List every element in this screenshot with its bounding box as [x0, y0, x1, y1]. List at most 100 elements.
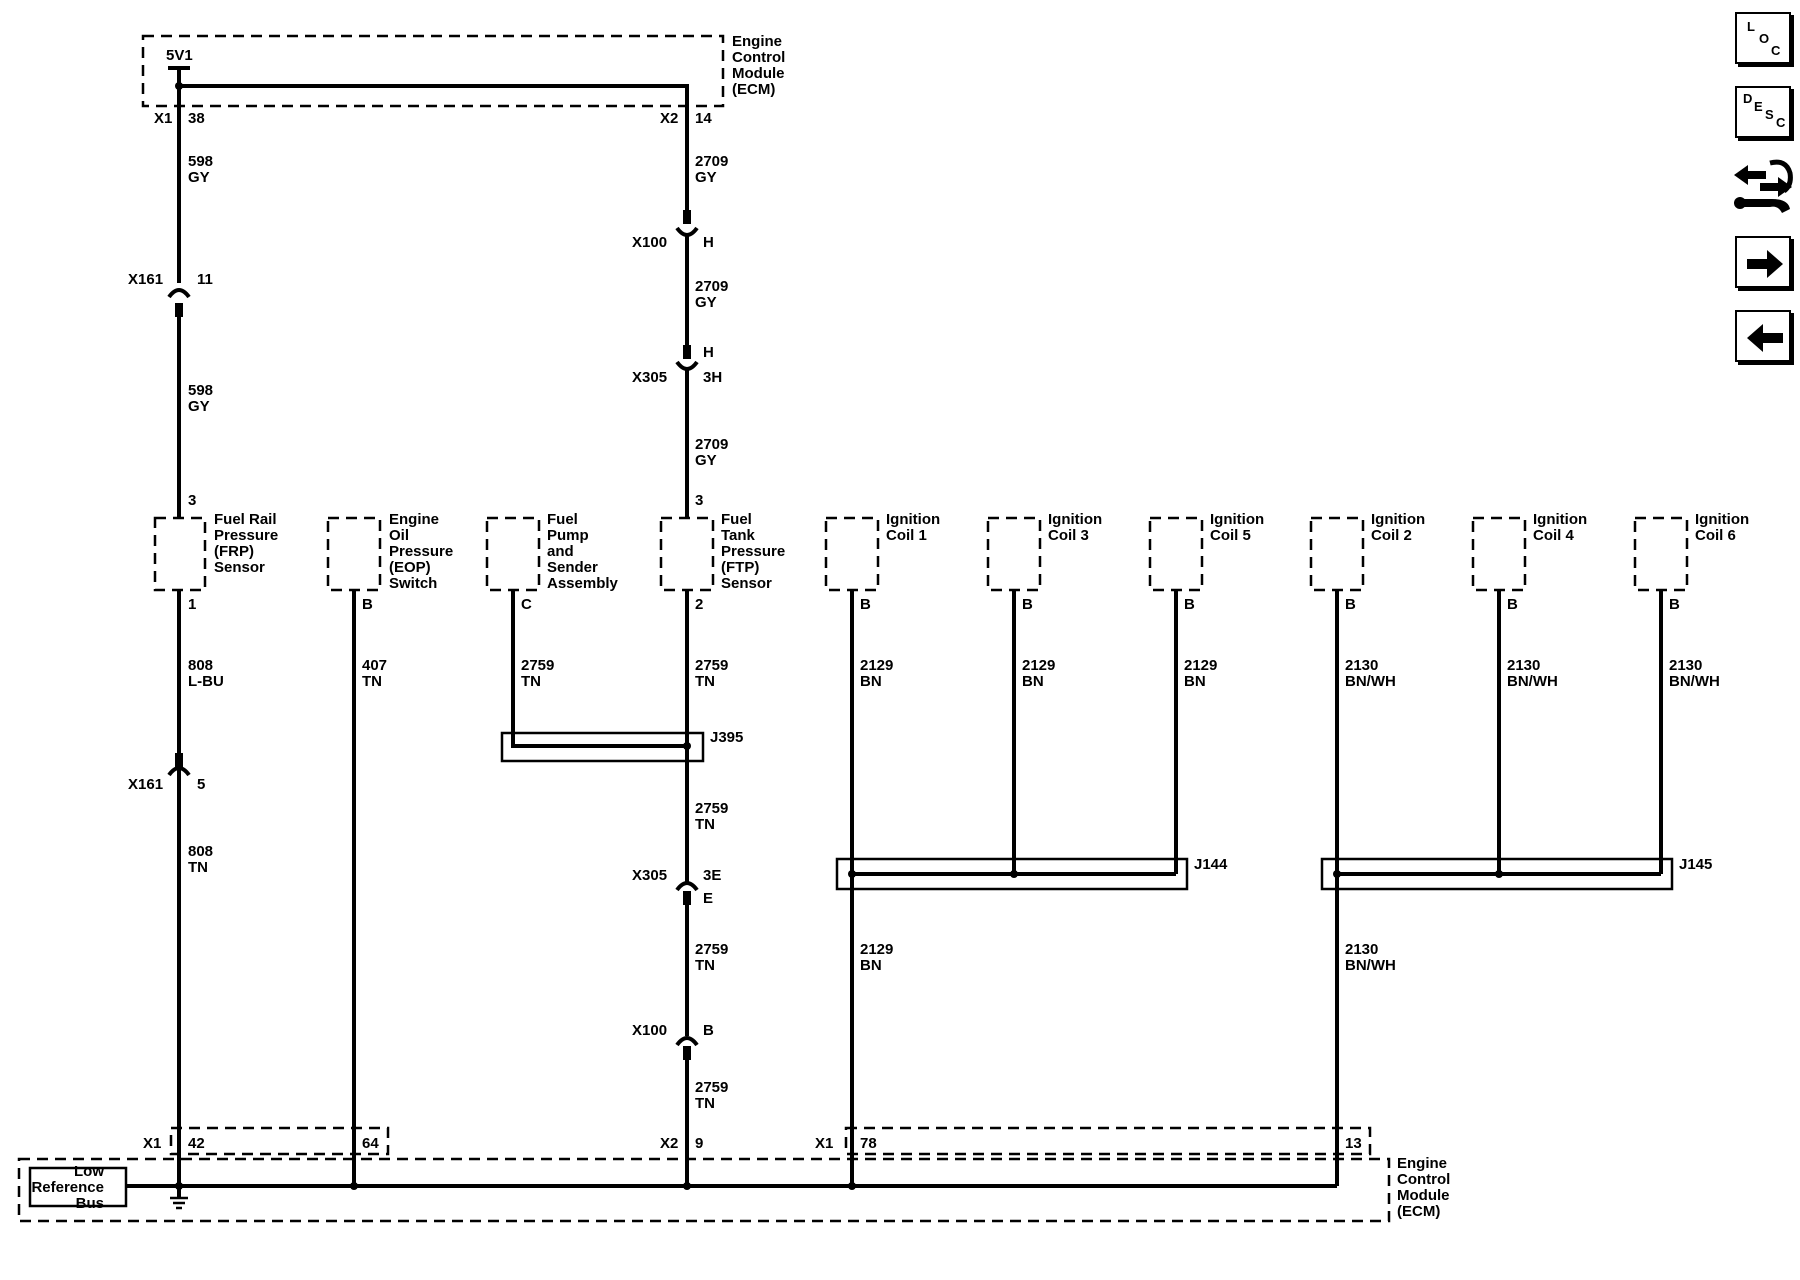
- wire-2759-c-color: TN: [695, 957, 715, 974]
- wire-2759-b-color: TN: [695, 816, 715, 833]
- wire-808-upper-num: 808: [188, 657, 213, 674]
- loc-letter-l: L: [1747, 19, 1755, 34]
- x305-b-connector: X305: [632, 867, 667, 884]
- x1-bottom-b-connector: X1: [815, 1135, 833, 1152]
- x1-top-pin: 38: [188, 110, 205, 127]
- bus-label-2: Reference: [31, 1179, 104, 1196]
- wire-2759-c-num: 2759: [695, 941, 728, 958]
- pump-pin-bottom: C: [521, 596, 532, 613]
- j395-splice-dot: [683, 742, 691, 750]
- desc-letter-d: D: [1743, 91, 1753, 106]
- x161-b-pin-label: 5: [197, 776, 205, 793]
- x1-bottom-b-pin2: 13: [1345, 1135, 1362, 1152]
- ecm-top: Engine Control Module (ECM) 5V1 X1 38 X2…: [141, 33, 785, 127]
- x1-bottom-b-connector-box: [844, 1126, 1372, 1156]
- previous-button[interactable]: [1735, 310, 1791, 362]
- fuel-pump-box: [485, 516, 541, 592]
- x2-top-pin: 14: [695, 110, 712, 127]
- x305-b-lower-pin: E: [703, 890, 713, 907]
- ftp-name-2: Tank: [721, 527, 756, 544]
- j144-dot-2: [1010, 870, 1018, 878]
- eop-switch-box: [326, 516, 382, 592]
- coil-6-name-2: Coil 6: [1695, 527, 1736, 544]
- coil-5-name-2: Coil 5: [1210, 527, 1251, 544]
- x305-a-pin-label: 3H: [703, 369, 722, 386]
- x100-a-connector: X100: [632, 234, 667, 251]
- eop-name-2: Oil: [389, 527, 409, 544]
- coil-2-name-1: Ignition: [1371, 511, 1425, 528]
- ftp-circuit: 2709 GY X100 H 2709 GY H X305 3H 2709 GY…: [500, 110, 785, 1186]
- wire-808-lower-num: 808: [188, 843, 213, 860]
- x100-a-pin-label: H: [703, 234, 714, 251]
- x1-top-connector: X1: [154, 110, 172, 127]
- wire-2130-main-color: BN/WH: [1345, 957, 1396, 974]
- coil-6-name-1: Ignition: [1695, 511, 1749, 528]
- x305-a-connector: X305: [632, 369, 667, 386]
- x161-a-socket: [167, 288, 191, 299]
- ecm-bottom-title-1: Engine: [1397, 1155, 1447, 1172]
- x1-bottom-pin2: 64: [362, 1135, 379, 1152]
- ecm-top-title-4: (ECM): [732, 81, 775, 98]
- eop-name-4: (EOP): [389, 559, 431, 576]
- wire-407-color: TN: [362, 673, 382, 690]
- coil-2-pin: B: [1345, 596, 1356, 613]
- j145-splice-box: [1320, 857, 1674, 891]
- x100-b-pin-label: B: [703, 1022, 714, 1039]
- ftp-name-3: Pressure: [721, 543, 785, 560]
- location-button[interactable]: L O C: [1735, 12, 1791, 64]
- supply-label: 5V1: [166, 47, 193, 64]
- pump-name-3: and: [547, 543, 574, 560]
- next-button[interactable]: [1735, 236, 1791, 288]
- wire-2759-pump: [511, 590, 687, 748]
- wire-2759-ftp-color: TN: [695, 673, 715, 690]
- x1-bottom-pin: 42: [188, 1135, 205, 1152]
- eop-name-5: Switch: [389, 575, 437, 592]
- wire-2129-c3-color: BN: [1022, 673, 1044, 690]
- wire-2129-c5-num: 2129: [1184, 657, 1217, 674]
- ecm-bottom-title-4: (ECM): [1397, 1203, 1440, 1220]
- coil-3-name-1: Ignition: [1048, 511, 1102, 528]
- x2-top-connector: X2: [660, 110, 678, 127]
- wire-2130-c4-num: 2130: [1507, 657, 1540, 674]
- wire-2709-c-color: GY: [695, 452, 717, 469]
- frp-name-2: Pressure: [214, 527, 278, 544]
- x1-bottom-b-pin: 78: [860, 1135, 877, 1152]
- coil-6-box: [1633, 516, 1689, 592]
- coil-2-name-2: Coil 2: [1371, 527, 1412, 544]
- wire-2129-main-num: 2129: [860, 941, 893, 958]
- wire-2129-c5-color: BN: [1184, 673, 1206, 690]
- coil-4-name-1: Ignition: [1533, 511, 1587, 528]
- pump-name-5: Assembly: [547, 575, 619, 592]
- wire-2130-c2-num: 2130: [1345, 657, 1378, 674]
- eop-pin-bottom: B: [362, 596, 373, 613]
- coil-6-pin: B: [1669, 596, 1680, 613]
- ftp-name-4: (FTP): [721, 559, 759, 576]
- desc-letter-s: S: [1765, 107, 1774, 122]
- wire-2759-d-color: TN: [695, 1095, 715, 1112]
- wire-2709-a-num: 2709: [695, 153, 728, 170]
- coil-1-pin: B: [860, 596, 871, 613]
- x305-a-upper-pin: H: [703, 344, 714, 361]
- wire-2709-c-num: 2709: [695, 436, 728, 453]
- wire-598-upper-num: 598: [188, 153, 213, 170]
- description-button[interactable]: D E S C: [1735, 86, 1791, 138]
- j144-splice-box: [835, 857, 1189, 891]
- pump-name-1: Fuel: [547, 511, 578, 528]
- wire-2129-c1-num: 2129: [860, 657, 893, 674]
- ground-icon: [170, 1186, 188, 1210]
- supply-bus-wire: [177, 68, 689, 110]
- loc-letter-c: C: [1771, 43, 1781, 58]
- wire-2759-ftp-num: 2759: [695, 657, 728, 674]
- coil-4-pin: B: [1507, 596, 1518, 613]
- j144-label: J144: [1194, 856, 1228, 873]
- j145-dot-1: [1333, 870, 1341, 878]
- frp-name-3: (FRP): [214, 543, 254, 560]
- coil-2-box: [1309, 516, 1365, 592]
- tools-button[interactable]: [1730, 155, 1796, 219]
- wire-808-lower-color: TN: [188, 859, 208, 876]
- arrow-left-icon: [1747, 324, 1783, 352]
- x1-bottom-connector-box: [169, 1126, 390, 1156]
- coil-4-name-2: Coil 4: [1533, 527, 1574, 544]
- coil-1-name-2: Coil 1: [886, 527, 927, 544]
